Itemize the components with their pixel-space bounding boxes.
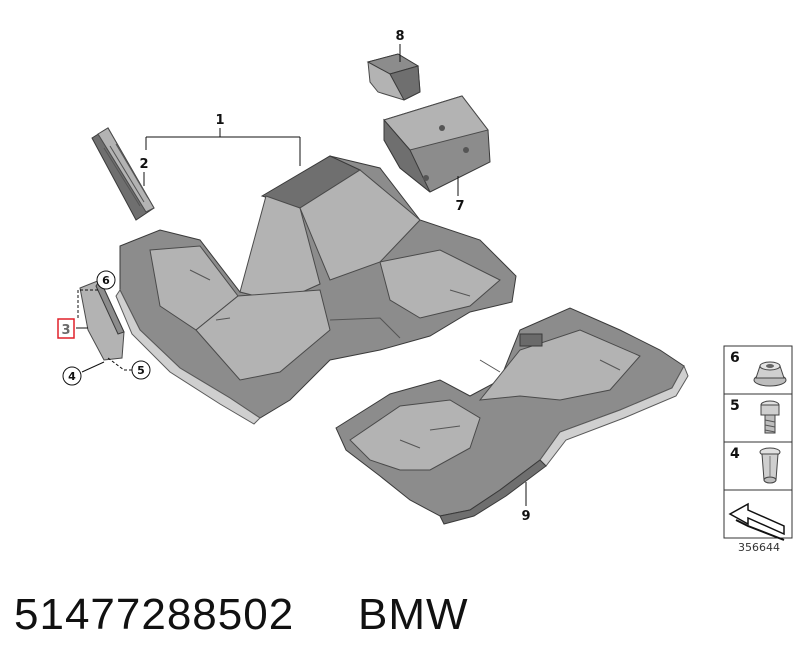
part-number: 51477288502: [14, 590, 295, 639]
part-1-front-carpet: [115, 155, 517, 425]
part-7-box: [383, 95, 491, 193]
part-2-strip: [91, 127, 155, 221]
part-9-rear-carpet: [335, 307, 689, 525]
brand-name: BMW: [358, 590, 469, 639]
leader-lines: [76, 44, 527, 506]
callout-2: 2: [139, 157, 148, 172]
callout-4: 4: [62, 366, 82, 386]
svg-text:5: 5: [137, 364, 145, 377]
svg-text:6: 6: [102, 274, 110, 287]
svg-text:4: 4: [730, 446, 740, 462]
svg-text:1: 1: [215, 113, 224, 128]
callout-3-highlighted: 3: [57, 318, 75, 339]
callout-6: 6: [96, 270, 116, 290]
part-8-block: [366, 53, 421, 101]
svg-text:7: 7: [455, 199, 464, 214]
callout-5: 5: [131, 360, 151, 380]
svg-text:3: 3: [61, 323, 70, 338]
bolt-icon: [760, 400, 780, 434]
svg-text:9: 9: [521, 509, 530, 524]
expanding-rivet-icon: [759, 447, 781, 484]
diagram-reference-number: 356644: [738, 541, 780, 554]
flange-nut-icon: [753, 361, 787, 387]
svg-text:6: 6: [730, 350, 740, 366]
svg-text:5: 5: [730, 398, 740, 414]
callout-7: 7: [455, 199, 464, 214]
callout-8: 8: [395, 29, 404, 44]
svg-text:2: 2: [139, 157, 148, 172]
callout-9: 9: [521, 509, 530, 524]
callout-1: 1: [215, 113, 224, 128]
direction-arrow-icon: [728, 502, 785, 541]
svg-text:8: 8: [395, 29, 404, 44]
part-3-panel: [79, 278, 125, 361]
hardware-legend: 6 5 4: [723, 345, 793, 541]
legend-row-5: [723, 393, 793, 443]
svg-text:4: 4: [68, 370, 76, 383]
